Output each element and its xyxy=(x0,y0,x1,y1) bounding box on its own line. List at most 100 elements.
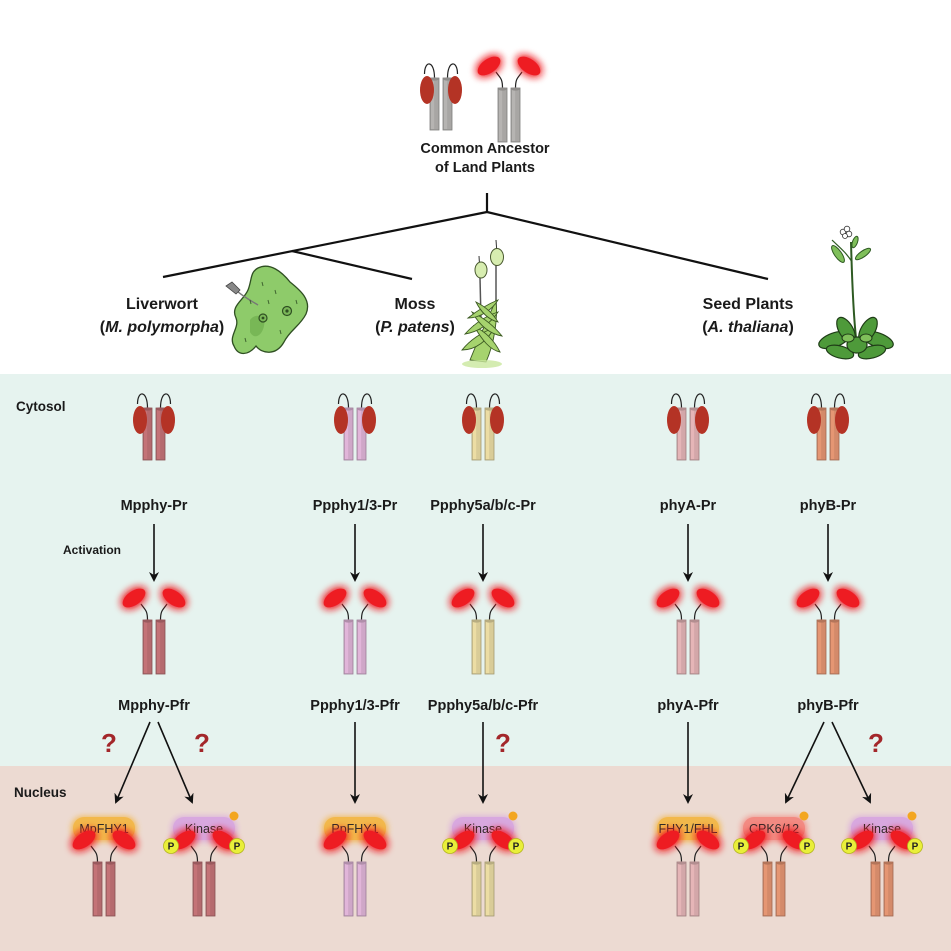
arabidopsis-icon xyxy=(818,225,894,360)
tree-branch-moss xyxy=(291,249,413,281)
mpphy-pfr-dimer xyxy=(122,588,186,675)
phosphate-icon: P xyxy=(508,838,524,854)
linker xyxy=(136,393,149,409)
chromophore-pr xyxy=(667,406,681,434)
nucleus-region xyxy=(0,766,951,951)
nuclear-pfr-dimer xyxy=(656,830,720,917)
phosphate-icon: P xyxy=(442,838,458,854)
atp-dot-icon xyxy=(229,811,239,821)
phylogenetic-tree xyxy=(162,193,769,281)
taxon-species: (P. patens) xyxy=(375,319,455,336)
linker xyxy=(159,393,172,409)
nuclear-complex-ppfhy1: PpFHY1 xyxy=(322,816,388,917)
phosphate-label: P xyxy=(234,842,241,853)
atp-dot-icon xyxy=(907,811,917,821)
chromophore-pr xyxy=(695,406,709,434)
liverwort-thallus-icon xyxy=(225,265,309,355)
activation-label: Activation xyxy=(63,543,121,557)
phosphate-label: P xyxy=(738,842,745,853)
taxon-name: Liverwort xyxy=(126,296,199,313)
chromophore-pfr xyxy=(796,588,820,608)
taxon-species: (M. polymorpha) xyxy=(100,319,224,336)
phosphate-label: P xyxy=(804,842,811,853)
interaction-arrow xyxy=(784,721,825,804)
chromophore-pfr xyxy=(836,588,860,608)
phosphate-icon: P xyxy=(907,838,923,854)
chromophore-pfr xyxy=(491,588,515,608)
nuclear-pfr-dimer xyxy=(323,830,387,917)
phosphate-icon: P xyxy=(733,838,749,854)
ancestor-title-line1: Common Ancestor xyxy=(420,141,550,157)
nuclear-pfr-dimer xyxy=(72,830,136,917)
tree-branch-seed-plants xyxy=(486,210,769,281)
pfr-label: Ppphy1/3-Pfr xyxy=(310,698,400,714)
phosphate-icon: P xyxy=(841,838,857,854)
phosphate-label: P xyxy=(447,842,454,853)
phosphate-icon: P xyxy=(163,838,179,854)
chromophore-pr xyxy=(490,406,504,434)
chromophore-pr xyxy=(462,406,476,434)
pr-label: phyB-Pr xyxy=(800,498,857,514)
mpphy-pr-dimer xyxy=(133,393,175,461)
phya-pr-dimer xyxy=(667,393,709,461)
cytosol-label: Cytosol xyxy=(16,399,66,414)
question-mark: ? xyxy=(495,728,511,758)
pr-label: Ppphy5a/b/c-Pr xyxy=(430,498,536,514)
phosphate-label: P xyxy=(168,842,175,853)
taxon-liverwort: Liverwort (M. polymorpha) xyxy=(100,296,224,336)
pr-label: Ppphy1/3-Pr xyxy=(313,498,398,514)
pr-label: phyA-Pr xyxy=(660,498,717,514)
phosphate-label: P xyxy=(846,842,853,853)
question-mark: ? xyxy=(868,728,884,758)
chromophore-pr xyxy=(161,406,175,434)
interaction-arrow xyxy=(831,721,872,804)
ancestor-phytochrome-pr xyxy=(420,63,462,131)
moss-gametophore-icon xyxy=(461,239,504,368)
chromophore-pfr xyxy=(451,588,475,608)
linker xyxy=(465,393,478,409)
linker xyxy=(360,393,373,409)
linker xyxy=(423,63,436,79)
nucleus-label: Nucleus xyxy=(14,785,67,800)
linker xyxy=(833,393,846,409)
chromophore-pfr xyxy=(162,588,186,608)
chromophore-pfr xyxy=(122,588,146,608)
nuclear-complex-mpfhy1: MpFHY1 xyxy=(71,816,137,917)
pfr-label: phyB-Pfr xyxy=(797,698,859,714)
linker xyxy=(693,393,706,409)
interaction-arrow xyxy=(114,721,151,804)
atp-dot-icon xyxy=(508,811,518,821)
ppphy13-pfr-dimer xyxy=(323,588,387,675)
chromophore-pr xyxy=(420,76,434,104)
chromophore-pfr xyxy=(323,588,347,608)
tree-branch-liverwort xyxy=(162,210,488,279)
atp-dot-icon xyxy=(799,811,809,821)
chromophore-pfr xyxy=(363,588,387,608)
ancestor-phytochrome-pfr xyxy=(477,56,541,143)
ppphy5-pr-dimer xyxy=(462,393,504,461)
chromophore-pfr xyxy=(72,830,96,850)
common-ancestor xyxy=(420,56,541,143)
question-mark: ? xyxy=(194,728,210,758)
pfr-label: Mpphy-Pfr xyxy=(118,698,190,714)
taxon-name: Seed Plants xyxy=(703,296,794,313)
phya-pfr-dimer xyxy=(656,588,720,675)
phyb-pfr-dimer xyxy=(796,588,860,675)
ppphy13-pr-dimer xyxy=(334,393,376,461)
chromophore-pfr xyxy=(656,830,680,850)
chromophore-pr xyxy=(334,406,348,434)
linker xyxy=(810,393,823,409)
